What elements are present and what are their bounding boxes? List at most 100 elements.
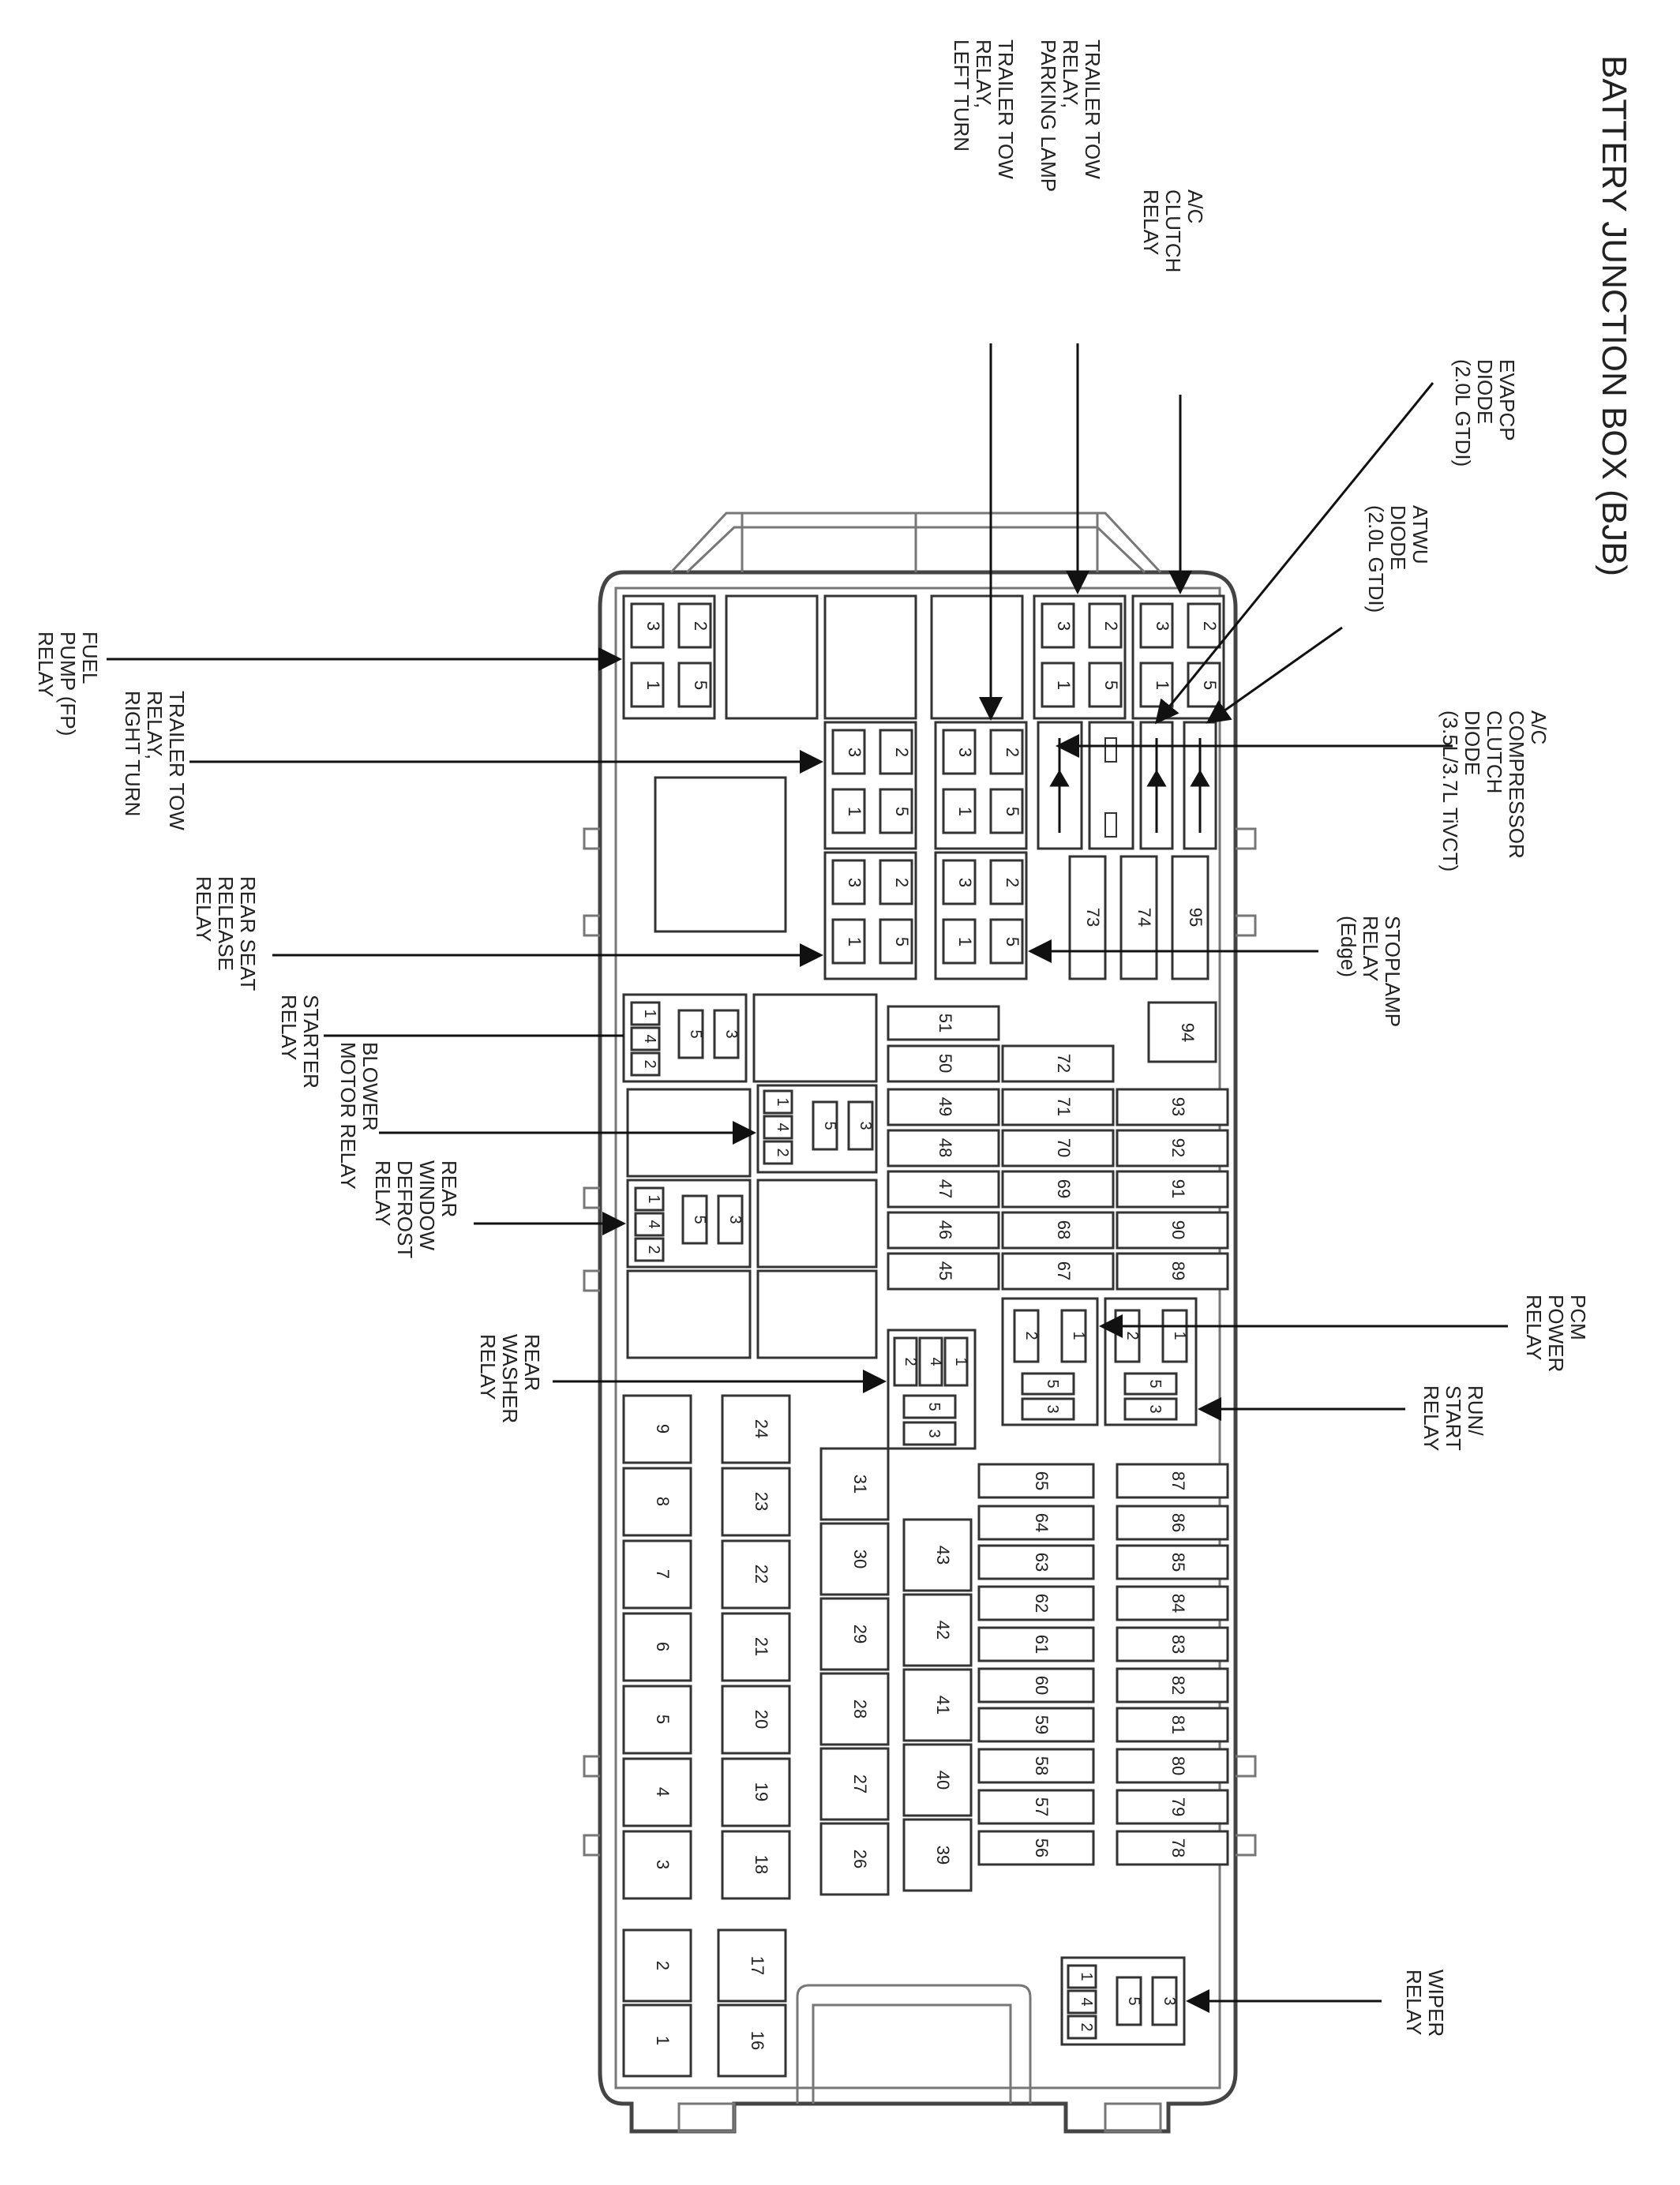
rear-washer-relay-label: REARWASHERRELAY xyxy=(476,1334,544,1423)
atwu-diode-label: ATWUDIODE(2.0L GTDI) xyxy=(1364,505,1432,613)
svg-text:1: 1 xyxy=(774,1097,791,1106)
fuse-5: 5 xyxy=(622,1685,692,1755)
fuse-73: 73 xyxy=(1068,855,1107,980)
svg-text:2: 2 xyxy=(892,748,912,757)
fuse-67: 67 xyxy=(1001,1252,1115,1291)
run-start-relay-block: 2 1 5 3 xyxy=(1104,1297,1198,1426)
empty-slot xyxy=(752,993,878,1083)
svg-text:61: 61 xyxy=(1032,1635,1052,1654)
svg-text:5: 5 xyxy=(691,1215,708,1224)
rear-window-defrost-relay-label-line: WINDOW xyxy=(415,1160,439,1251)
svg-text:3: 3 xyxy=(845,748,864,757)
svg-text:3: 3 xyxy=(1161,1996,1178,2005)
rear-seat-release-relay-label-line: REAR SEAT xyxy=(236,876,260,991)
svg-text:5: 5 xyxy=(687,1029,704,1038)
stoplamp-relay-block: 3 2 1 5 xyxy=(934,851,1028,980)
fuse-79: 79 xyxy=(1116,1789,1229,1825)
trailer-tow-left-turn-relay-label-line: LEFT TURN xyxy=(950,39,973,152)
empty-slot xyxy=(756,1269,878,1359)
fuse-70: 70 xyxy=(1001,1129,1115,1167)
fuse-19: 19 xyxy=(721,1757,791,1827)
svg-text:2: 2 xyxy=(902,1357,919,1366)
svg-text:42: 42 xyxy=(933,1621,953,1640)
svg-text:2: 2 xyxy=(645,1245,662,1254)
fuse-23: 23 xyxy=(721,1467,791,1537)
fuse-49: 49 xyxy=(887,1088,1000,1126)
fuse-7: 7 xyxy=(622,1539,692,1610)
blower-motor-relay-label: BLOWERMOTOR RELAY xyxy=(336,1042,382,1190)
leader-lines xyxy=(107,343,1508,2013)
fuse-91: 91 xyxy=(1116,1170,1229,1209)
svg-text:1: 1 xyxy=(1070,1331,1087,1340)
fuse-17: 17 xyxy=(717,1928,787,2003)
svg-text:2: 2 xyxy=(691,621,711,631)
svg-text:2: 2 xyxy=(1200,621,1220,631)
evapcp-diode-label-line: DIODE xyxy=(1473,359,1497,424)
trailer-tow-parking-lamp-relay-label-line: PARKING LAMP xyxy=(1037,39,1060,192)
trailer-tow-right-relay-block: 3 2 1 5 xyxy=(823,721,917,850)
fuse-20: 20 xyxy=(721,1685,791,1755)
svg-text:1: 1 xyxy=(641,1009,658,1018)
rear-seat-release-relay-label-line: RELEASE xyxy=(214,876,238,971)
fuse-92: 92 xyxy=(1116,1129,1229,1167)
fuse-94: 94 xyxy=(1147,1001,1217,1063)
svg-text:5: 5 xyxy=(1003,807,1022,816)
fuse-21: 21 xyxy=(721,1612,791,1682)
svg-text:1: 1 xyxy=(645,1194,662,1203)
fuse-72: 72 xyxy=(1001,1044,1115,1083)
svg-text:31: 31 xyxy=(850,1475,870,1494)
svg-text:95: 95 xyxy=(1186,908,1206,927)
blower-motor-relay-label-line: MOTOR RELAY xyxy=(336,1042,360,1190)
fuse-9: 9 xyxy=(622,1394,692,1464)
fuse-95: 95 xyxy=(1171,855,1209,980)
svg-text:2: 2 xyxy=(1022,1331,1040,1340)
run-start-relay-label: RUN/STARTRELAY xyxy=(1419,1385,1487,1451)
svg-text:21: 21 xyxy=(752,1637,771,1656)
svg-text:1: 1 xyxy=(955,937,975,946)
diode-slot xyxy=(1088,721,1134,850)
stoplamp-relay-label-line: (Edge) xyxy=(1337,916,1360,977)
svg-text:56: 56 xyxy=(1032,1838,1052,1857)
ac-clutch-relay-block-left: 3 2 1 5 xyxy=(1033,594,1127,720)
svg-text:62: 62 xyxy=(1032,1594,1052,1613)
empty-slot xyxy=(823,594,917,720)
svg-text:4: 4 xyxy=(927,1357,944,1366)
svg-text:28: 28 xyxy=(850,1700,870,1718)
fuse-71: 71 xyxy=(1001,1088,1115,1126)
svg-text:5: 5 xyxy=(925,1402,943,1411)
fuse-39: 39 xyxy=(902,1818,973,1892)
fuse-87: 87 xyxy=(1116,1463,1229,1499)
rear-washer-relay-label-line: RELAY xyxy=(476,1334,500,1400)
fuse-89: 89 xyxy=(1116,1252,1229,1291)
svg-text:40: 40 xyxy=(933,1771,953,1790)
svg-text:74: 74 xyxy=(1134,908,1154,927)
diode-icon xyxy=(1190,738,1210,833)
rear-window-defrost-relay-label-line: DEFROST xyxy=(393,1160,417,1258)
svg-text:39: 39 xyxy=(933,1846,953,1865)
fuse-50: 50 xyxy=(887,1044,1000,1083)
svg-text:4: 4 xyxy=(641,1034,658,1043)
evapcp-diode-label-line: EVAPCP xyxy=(1495,359,1519,441)
svg-text:1: 1 xyxy=(845,937,864,946)
run-start-relay-label-line: RUN/ xyxy=(1464,1385,1487,1436)
fuse-18: 18 xyxy=(721,1830,791,1900)
svg-text:17: 17 xyxy=(748,1956,767,1975)
svg-text:29: 29 xyxy=(850,1625,870,1643)
atwu-diode-label-line: DIODE xyxy=(1386,505,1410,570)
trailer-tow-left-turn-relay-label-line: TRAILER TOW xyxy=(994,39,1018,179)
fuse-64: 64 xyxy=(977,1505,1095,1541)
svg-text:4: 4 xyxy=(774,1122,791,1131)
fuse-40: 40 xyxy=(902,1743,973,1817)
svg-text:82: 82 xyxy=(1168,1676,1188,1695)
pcm-power-relay-label-line: PCM xyxy=(1566,1295,1590,1340)
starter-relay-block: 1 4 2 5 3 xyxy=(622,993,748,1083)
svg-text:86: 86 xyxy=(1168,1513,1188,1532)
fuse-1: 1 xyxy=(622,2003,692,2078)
svg-text:85: 85 xyxy=(1168,1553,1188,1572)
svg-text:49: 49 xyxy=(936,1097,955,1116)
svg-text:5: 5 xyxy=(1125,1996,1142,2005)
svg-text:18: 18 xyxy=(752,1855,771,1874)
run-start-relay-label-line: RELAY xyxy=(1419,1385,1443,1451)
rear-seat-release-relay-label-line: RELAY xyxy=(192,876,216,942)
